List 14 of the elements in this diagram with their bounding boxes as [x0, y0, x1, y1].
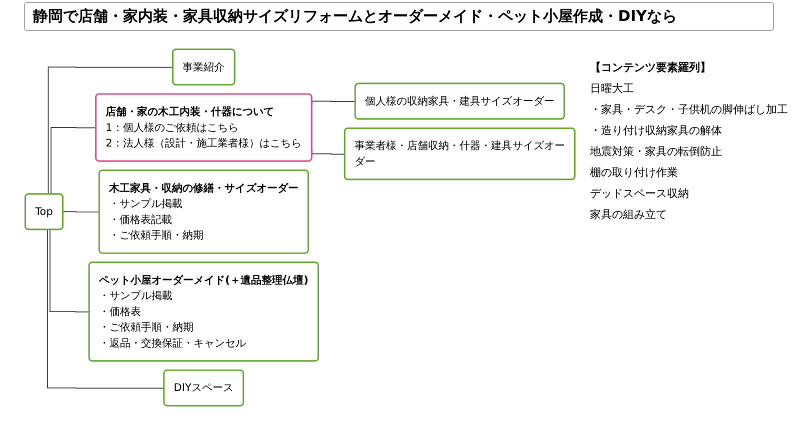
note-text: ・造り付け収納家具の解体 [590, 123, 723, 138]
connector [50, 229, 90, 312]
note-text: 日曜大工 [590, 81, 635, 96]
connector [48, 66, 174, 195]
page-title: 静岡で店舗・家内装・家具収納サイズリフォームとオーダーメイド・ペット小屋作成・DIYなら [24, 2, 774, 31]
note-text: ・家具・デスク・子供机の脚伸ばし加工 [590, 102, 789, 117]
note-text: 家具の組み立て [590, 207, 668, 222]
connector [50, 127, 97, 195]
note-text: 地震対策・家具の転倒防止 [590, 144, 723, 159]
note-text: デッドスペース収納 [590, 186, 690, 201]
connector [62, 211, 100, 212]
connector [47, 229, 165, 389]
section-heading: 【コンテンツ要素羅列】 [590, 60, 712, 75]
note-text: 棚の取り付け作業 [590, 165, 679, 180]
